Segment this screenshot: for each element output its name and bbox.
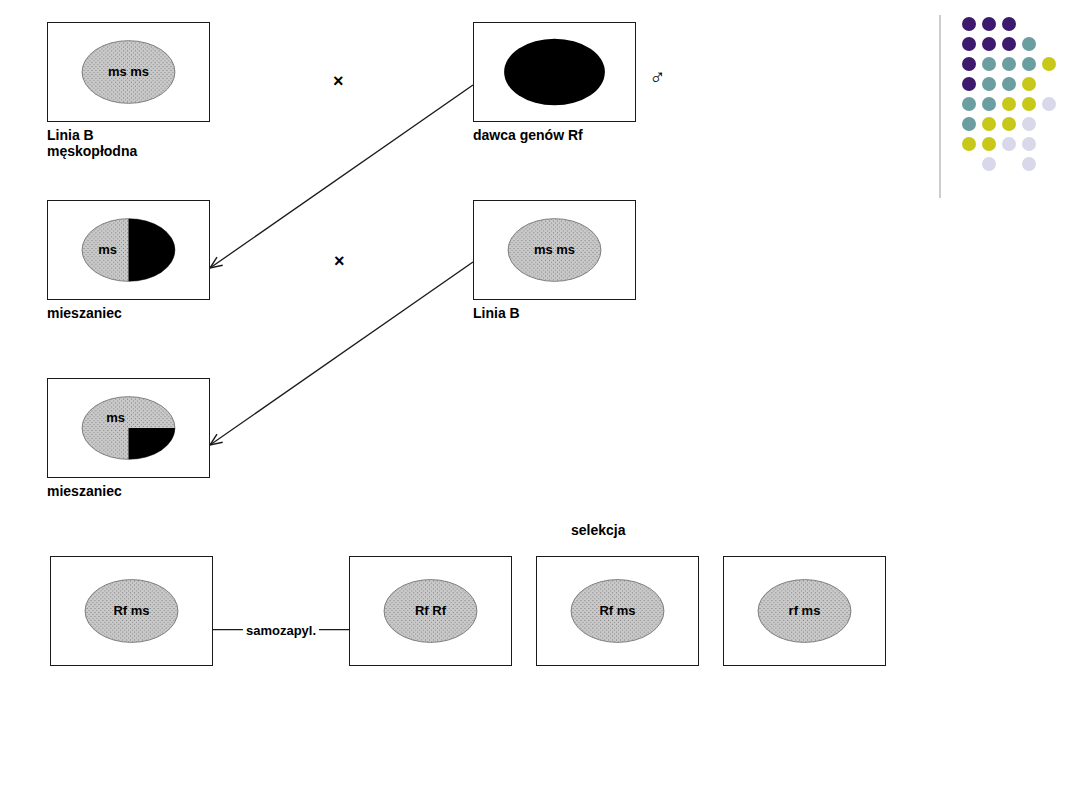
genotype-text: Rf ms — [599, 604, 635, 618]
step-label: selekcja — [571, 523, 626, 537]
male-sign: ♂ — [649, 66, 666, 88]
plant-frame: Rf Rf — [349, 556, 512, 666]
cross-sign: × — [334, 252, 345, 270]
cell-symbol — [48, 379, 209, 477]
genotype-text: Rf ms — [113, 604, 149, 618]
plant-frame: rf ms — [723, 556, 886, 666]
arrow — [210, 85, 473, 268]
plant-box: ms ms Linia B — [473, 200, 636, 321]
arrow — [210, 262, 473, 445]
genotype-text: ms ms — [108, 65, 149, 79]
plant-box: ms mieszaniec — [47, 200, 210, 321]
node-caption: mieszaniec — [47, 305, 207, 321]
plant-box: ms ms Linia B męskopłodna — [47, 22, 210, 159]
plant-frame: Rf ms — [50, 556, 213, 666]
plant-frame: ms — [47, 378, 210, 478]
node-caption: Linia B męskopłodna — [47, 127, 159, 159]
dot-grid — [962, 17, 1056, 171]
plant-box: dawca genów Rf — [473, 22, 636, 143]
genotype-text: Rf Rf — [415, 604, 446, 618]
edge-label: samozapyl. — [243, 622, 319, 637]
cell-symbol — [48, 201, 209, 299]
cross-sign: × — [333, 72, 344, 90]
plant-box: Rf Rf — [349, 556, 512, 666]
plant-frame: ms ms — [473, 200, 636, 300]
genotype-text: ms ms — [534, 243, 575, 257]
plant-box: rf ms — [723, 556, 886, 666]
node-caption: Linia B — [473, 305, 633, 321]
plant-frame: Rf ms — [536, 556, 699, 666]
genotype-text: ms — [106, 411, 125, 425]
plant-box: Rf ms — [50, 556, 213, 666]
plant-box: ms mieszaniec — [47, 378, 210, 499]
divider-line — [940, 15, 941, 198]
node-caption: mieszaniec — [47, 483, 207, 499]
genotype-text: rf ms — [789, 604, 821, 618]
cell-symbol — [474, 23, 635, 121]
plant-box: Rf ms — [536, 556, 699, 666]
plant-frame: ms — [47, 200, 210, 300]
node-caption: dawca genów Rf — [473, 127, 653, 143]
plant-frame: ms ms — [47, 22, 210, 122]
plant-frame — [473, 22, 636, 122]
genotype-text: ms — [98, 243, 117, 257]
